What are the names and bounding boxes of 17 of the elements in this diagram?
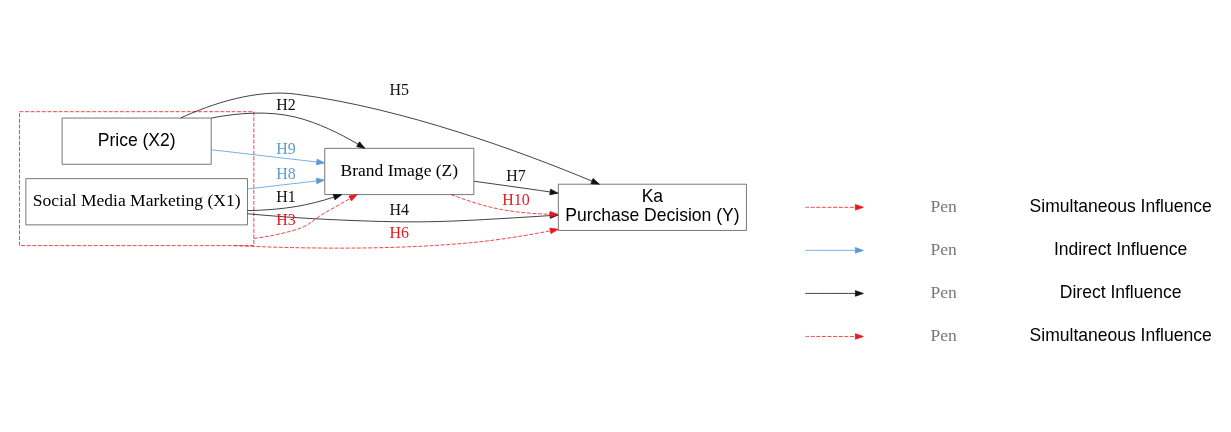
legend-label: Simultaneous Influence (1029, 324, 1212, 345)
edge-label: H6 (389, 223, 410, 241)
edge-label: H5 (389, 80, 410, 98)
legend-label: Simultaneous Influence (1029, 195, 1212, 216)
label: Pen (930, 238, 957, 259)
edge-label: H4 (389, 200, 410, 218)
edge-label: H8 (276, 164, 296, 182)
legend-label: Indirect Influence (1053, 238, 1188, 259)
edge-label: H1 (276, 187, 296, 205)
legend-label: Direct Influence (1059, 281, 1182, 302)
edge-label: H7 (506, 166, 526, 184)
edge-label: H2 (276, 95, 296, 113)
label: Pen (930, 281, 957, 302)
label: Pen (930, 324, 957, 345)
edge-label: H9 (276, 139, 296, 157)
edge-label: H10 (502, 190, 530, 208)
label: Pen (930, 195, 957, 216)
